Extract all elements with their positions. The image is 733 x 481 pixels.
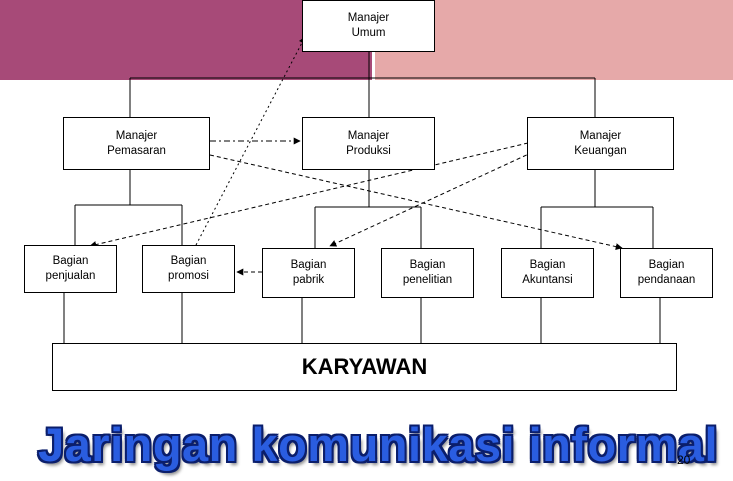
box-line: Manajer <box>579 129 622 142</box>
box-line: Pemasaran <box>107 144 166 157</box>
slide-title: Jaringan komunikasi informal <box>38 418 719 471</box>
box-line: Bagian <box>290 259 327 271</box>
box-line: Bagian <box>529 259 566 271</box>
box-line: Bagian <box>648 259 685 271</box>
box-line: penelitian <box>402 274 453 286</box>
box-bagian-pabrik: Bagian pabrik <box>262 248 355 298</box>
box-line: Manajer <box>347 129 390 142</box>
box-line: Keuangan <box>574 144 627 157</box>
box-line: Bagian <box>170 255 207 267</box>
box-line: promosi <box>168 270 209 282</box>
box-bagian-pendanaan: Bagian pendanaan <box>620 248 713 298</box>
informal-arrow-keuangan-to-penjualan <box>89 142 529 248</box>
informal-arrow-pemasaran-to-pendanaan <box>209 154 623 251</box>
box-line: Manajer <box>347 12 390 24</box>
page-number: 20 <box>677 453 691 467</box>
box-manajer-keuangan: Manajer Keuangan <box>527 117 674 170</box>
box-bagian-promosi: Bagian promosi <box>142 245 235 293</box>
box-line: Bagian <box>52 255 89 267</box>
box-karyawan: KARYAWAN <box>52 343 677 391</box>
box-line: pabrik <box>292 274 325 286</box>
box-line: Manajer <box>115 129 158 142</box>
box-line: pendanaan <box>637 274 696 286</box>
box-line: Bagian <box>409 259 446 271</box>
box-line: penjualan <box>45 270 96 282</box>
box-manajer-umum: Manajer Umum <box>302 0 435 52</box>
box-line: Produksi <box>346 144 391 157</box>
informal-arrow-promosi-to-umum <box>195 36 306 246</box>
box-manajer-produksi: Manajer Produksi <box>302 117 435 170</box>
informal-arrow-keuangan-to-pabrik <box>329 151 534 247</box>
box-manajer-pemasaran: Manajer Pemasaran <box>63 117 210 170</box>
box-bagian-akuntansi: Bagian Akuntansi <box>501 248 594 298</box>
box-bagian-penelitian: Bagian penelitian <box>381 248 474 298</box>
box-line: Akuntansi <box>522 274 573 286</box>
box-bagian-penjualan: Bagian penjualan <box>24 245 117 293</box>
box-line: Umum <box>351 27 386 39</box>
